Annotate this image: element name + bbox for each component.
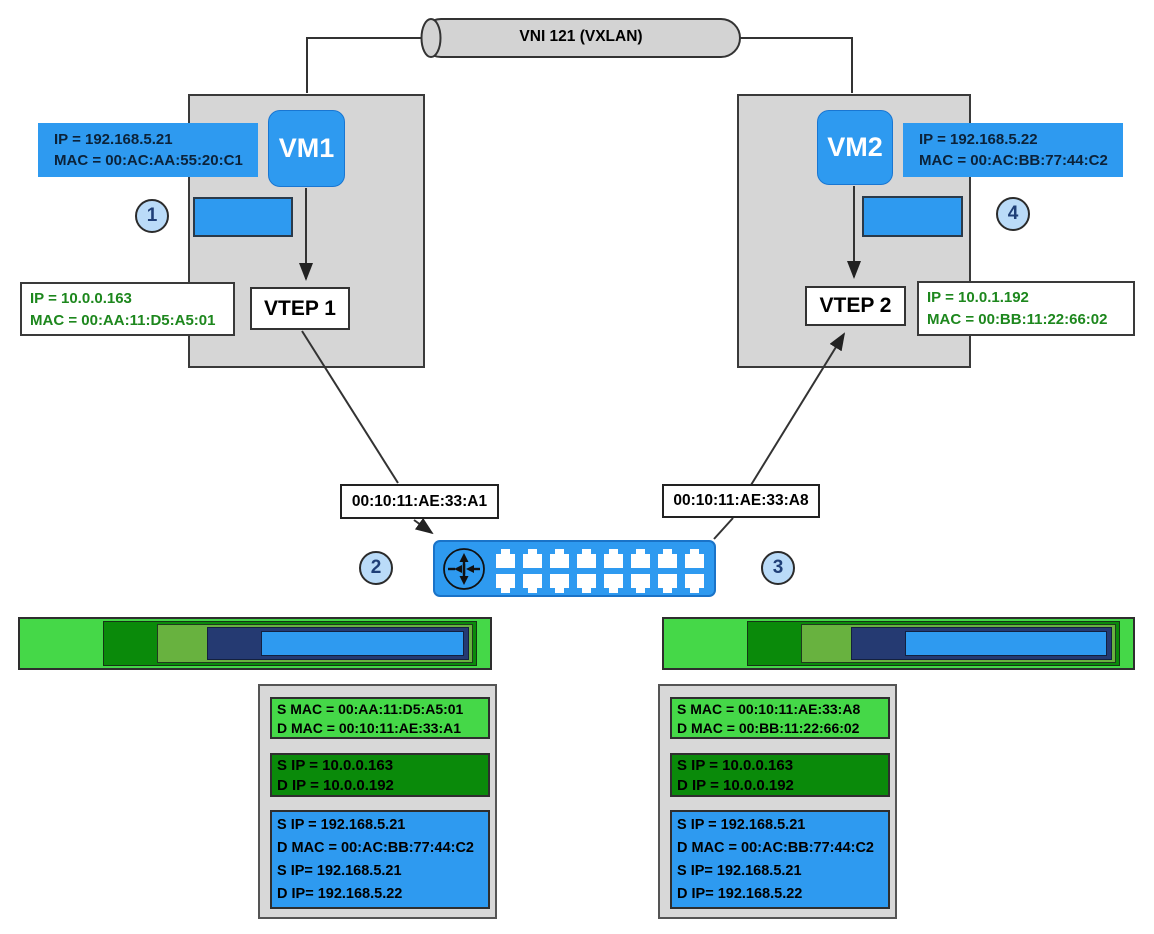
switch-port [604, 549, 623, 568]
inner-line4: D IP= 192.168.5.22 [677, 886, 803, 902]
vm2-box: VM2 [817, 110, 893, 185]
inner-line1: S IP = 192.168.5.21 [677, 817, 806, 833]
tunnel-to-host-left-line [306, 37, 422, 93]
vm1-info-box: IP = 192.168.5.21 MAC = 00:AC:AA:55:20:C… [38, 123, 258, 177]
switch-port [550, 574, 569, 593]
packet-detail-right: S MAC = 00:10:11:AE:33:A8 D MAC = 00:BB:… [658, 684, 897, 919]
outer-eth-header-box: S MAC = 00:AA:11:D5:A5:01 D MAC = 00:10:… [270, 697, 490, 739]
step-circle-2: 2 [359, 551, 393, 585]
vtep1-box: VTEP 1 [250, 287, 350, 330]
inner-payload-segment [261, 631, 464, 656]
vtep2-mac: MAC = 00:BB:11:22:66:02 [927, 311, 1108, 328]
vm1-mac: MAC = 00:AC:AA:55:20:C1 [54, 152, 243, 169]
switch-port [685, 549, 704, 568]
outer-dmac: D MAC = 00:BB:11:22:66:02 [677, 720, 860, 736]
outer-ip-header-box: S IP = 10.0.0.163 D IP = 10.0.0.192 [270, 753, 490, 797]
step-circle-4: 4 [996, 197, 1030, 231]
outer-ip-segment [103, 621, 477, 666]
packet-bar-left [18, 617, 492, 670]
inner-line4: D IP= 192.168.5.22 [277, 886, 403, 902]
vtep1-to-mac-label-line [301, 330, 399, 484]
mac-label-to-switch-arrow [413, 517, 434, 535]
packet-detail-left: S MAC = 00:AA:11:D5:A5:01 D MAC = 00:10:… [258, 684, 497, 919]
inner-line2: D MAC = 00:AC:BB:77:44:C2 [277, 840, 474, 856]
vxlan-tunnel-cylinder [420, 18, 741, 58]
inner-headers-box: S IP = 192.168.5.21 D MAC = 00:AC:BB:77:… [270, 810, 490, 909]
inner-line1: S IP = 192.168.5.21 [277, 817, 406, 833]
switch-port [577, 574, 596, 593]
switch-port [496, 574, 515, 593]
outer-dip: D IP = 10.0.0.192 [277, 777, 394, 794]
outer-smac: S MAC = 00:AA:11:D5:A5:01 [277, 701, 464, 717]
vm2-info-box: IP = 192.168.5.22 MAC = 00:AC:BB:77:44:C… [903, 123, 1123, 177]
switch-port [604, 574, 623, 593]
outer-ip-segment [747, 621, 1120, 666]
switch-port [631, 574, 650, 593]
switch-port [523, 549, 542, 568]
outer-sip: S IP = 10.0.0.163 [277, 757, 394, 774]
switch-port [550, 549, 569, 568]
switch-port [658, 549, 677, 568]
outer-sip: S IP = 10.0.0.163 [677, 757, 794, 774]
inner-headers-box: S IP = 192.168.5.21 D MAC = 00:AC:BB:77:… [670, 810, 890, 909]
vm1-ip: IP = 192.168.5.21 [54, 131, 173, 148]
tunnel-label: VNI 121 (VXLAN) [519, 28, 643, 45]
vm2-mac: MAC = 00:AC:BB:77:44:C2 [919, 152, 1108, 169]
vtep2-info-box: IP = 10.0.1.192 MAC = 00:BB:11:22:66:02 [917, 281, 1135, 336]
vnic-rect-left [193, 197, 293, 237]
switch-mac-left-label: 00:10:11:AE:33:A1 [340, 484, 499, 519]
step-circle-3: 3 [761, 551, 795, 585]
vnic-rect-right [862, 196, 963, 237]
vxlan-segment [157, 624, 473, 663]
switch-mac-right-label: 00:10:11:AE:33:A8 [662, 484, 820, 518]
switch-port [496, 549, 515, 568]
outer-smac: S MAC = 00:10:11:AE:33:A8 [677, 701, 861, 717]
switch-box [433, 540, 716, 597]
inner-eth-segment [851, 627, 1112, 660]
inner-line3: S IP= 192.168.5.21 [677, 863, 802, 879]
outer-eth-header-box: S MAC = 00:10:11:AE:33:A8 D MAC = 00:BB:… [670, 697, 890, 739]
vxlan-segment [801, 624, 1116, 663]
switch-port-row-bottom [496, 574, 704, 593]
router-icon [443, 548, 485, 590]
outer-dip: D IP = 10.0.0.192 [677, 777, 794, 794]
vtep2-box: VTEP 2 [805, 286, 906, 326]
switch-port-row-top [496, 549, 704, 568]
inner-line3: S IP= 192.168.5.21 [277, 863, 402, 879]
inner-line2: D MAC = 00:AC:BB:77:44:C2 [677, 840, 874, 856]
switch-port [631, 549, 650, 568]
step-circle-1: 1 [135, 199, 169, 233]
switch-port [523, 574, 542, 593]
inner-payload-segment [905, 631, 1107, 656]
switch-port [658, 574, 677, 593]
switch-to-mac-label-line [713, 517, 734, 540]
vm1-box: VM1 [268, 110, 345, 187]
switch-port [685, 574, 704, 593]
vtep2-ip: IP = 10.0.1.192 [927, 289, 1029, 306]
tunnel-to-host-right-line [740, 37, 853, 93]
vm2-ip: IP = 192.168.5.22 [919, 131, 1038, 148]
inner-eth-segment [207, 627, 469, 660]
vtep1-mac: MAC = 00:AA:11:D5:A5:01 [30, 312, 216, 329]
packet-bar-right [662, 617, 1135, 670]
outer-dmac: D MAC = 00:10:11:AE:33:A1 [277, 720, 462, 736]
outer-ip-header-box: S IP = 10.0.0.163 D IP = 10.0.0.192 [670, 753, 890, 797]
vtep1-info-box: IP = 10.0.0.163 MAC = 00:AA:11:D5:A5:01 [20, 282, 235, 336]
switch-port [577, 549, 596, 568]
vtep1-ip: IP = 10.0.0.163 [30, 290, 132, 307]
mac-label-to-vtep2-arrow [750, 332, 846, 486]
